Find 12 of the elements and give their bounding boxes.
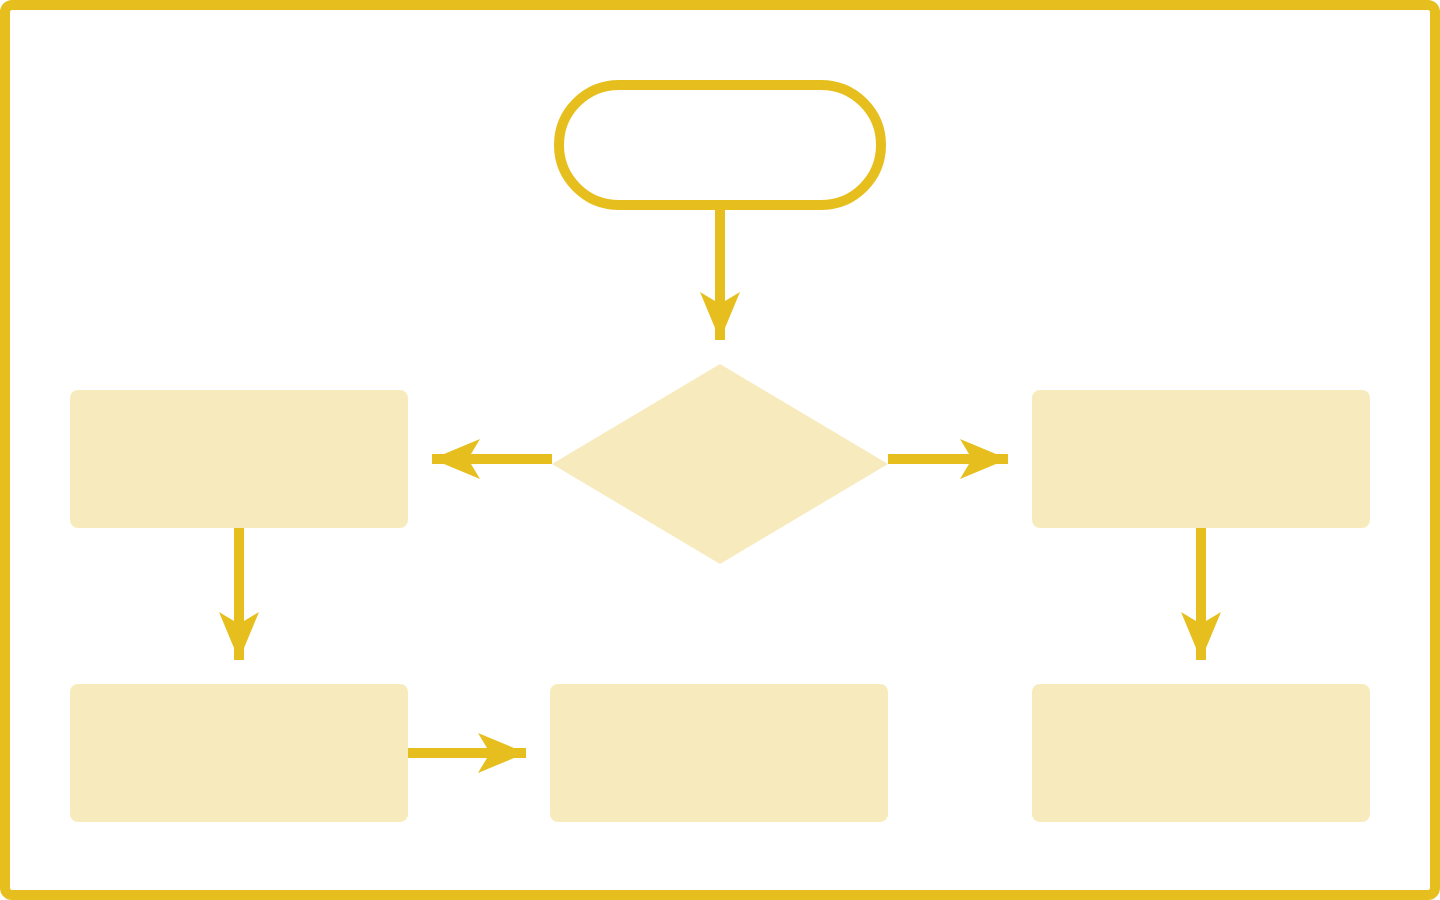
arrow: [432, 439, 552, 479]
process-box: [70, 684, 408, 822]
decision-diamond: [552, 364, 888, 564]
arrow: [408, 733, 526, 773]
arrow: [700, 210, 740, 340]
arrow: [219, 528, 259, 660]
process-box: [1032, 684, 1370, 822]
arrow: [888, 439, 1008, 479]
process-box: [1032, 390, 1370, 528]
arrow: [1181, 528, 1221, 660]
process-box: [550, 684, 888, 822]
process-box: [70, 390, 408, 528]
